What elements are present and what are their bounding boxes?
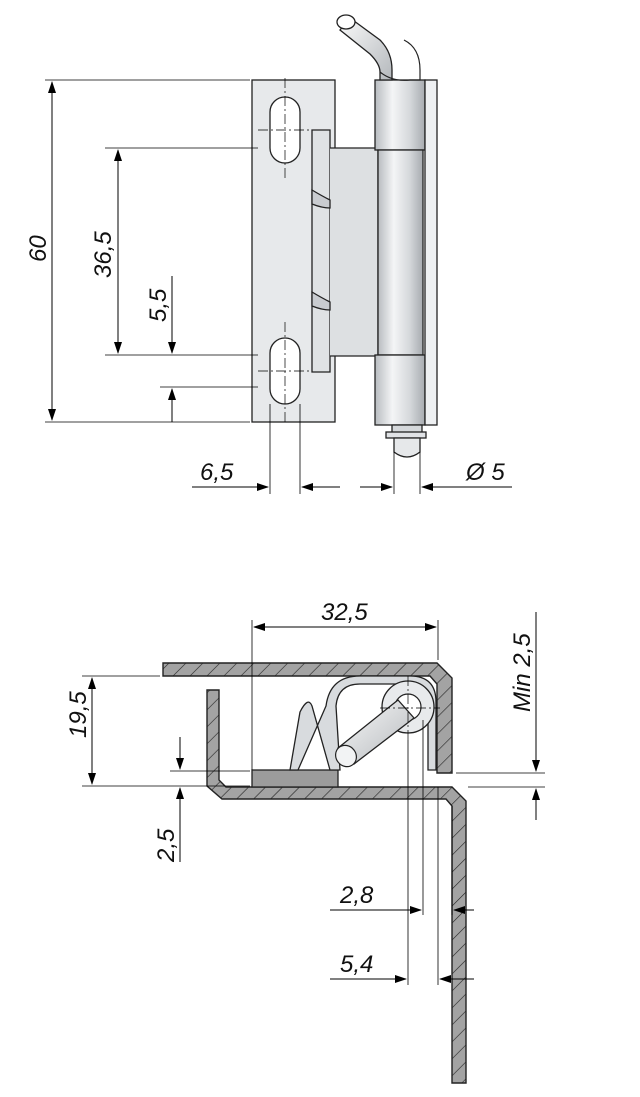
dimension-2-5: 2,5 — [153, 737, 250, 863]
dimension-5-5-label: 5,5 — [145, 288, 172, 322]
dimension-32-5-label: 32,5 — [321, 599, 368, 626]
lower-mounting-slot — [258, 322, 312, 422]
dimension-60-label: 60 — [25, 235, 52, 262]
section-view: 32,5 19,5 2,5 Min 2,5 — [65, 599, 545, 1084]
spring-clip-upper — [311, 188, 331, 209]
dimension-36-5: 36,5 — [90, 147, 258, 356]
dimension-2-5-label: 2,5 — [153, 828, 180, 863]
dimension-min-2-5-label: Min 2,5 — [509, 633, 536, 712]
hinge-base-plate — [251, 769, 339, 788]
dimension-diameter-5: Ø 5 — [360, 452, 512, 494]
dimension-19-5: 19,5 — [65, 675, 250, 787]
dimension-min-2-5: Min 2,5 — [456, 612, 545, 820]
upper-mounting-slot — [258, 78, 312, 178]
dimension-2-8-label: 2,8 — [339, 882, 374, 909]
dimension-5-5: 5,5 — [145, 276, 258, 422]
lower-frame-profile — [206, 689, 467, 1084]
dimension-19-5-label: 19,5 — [65, 691, 92, 738]
dimension-5-4-label: 5,4 — [340, 951, 373, 978]
dimension-diameter-5-label: Ø 5 — [465, 459, 505, 486]
dimension-6-5: 6,5 — [192, 404, 340, 494]
front-view: 60 36,5 5,5 6,5 — [25, 14, 512, 494]
dimension-6-5-label: 6,5 — [200, 459, 234, 486]
dimension-60: 60 — [25, 79, 250, 423]
hinge-barrel — [374, 79, 438, 426]
hinge-pin-section — [335, 676, 440, 768]
spring-pin-handle — [336, 14, 421, 81]
dimension-5-4: 5,4 — [330, 740, 474, 985]
dimension-2-8: 2,8 — [330, 720, 474, 915]
pin-bottom-end — [385, 424, 427, 458]
dimension-36-5-label: 36,5 — [90, 231, 117, 278]
spring-clip-lower — [311, 290, 331, 311]
dimension-32-5: 32,5 — [251, 599, 439, 770]
